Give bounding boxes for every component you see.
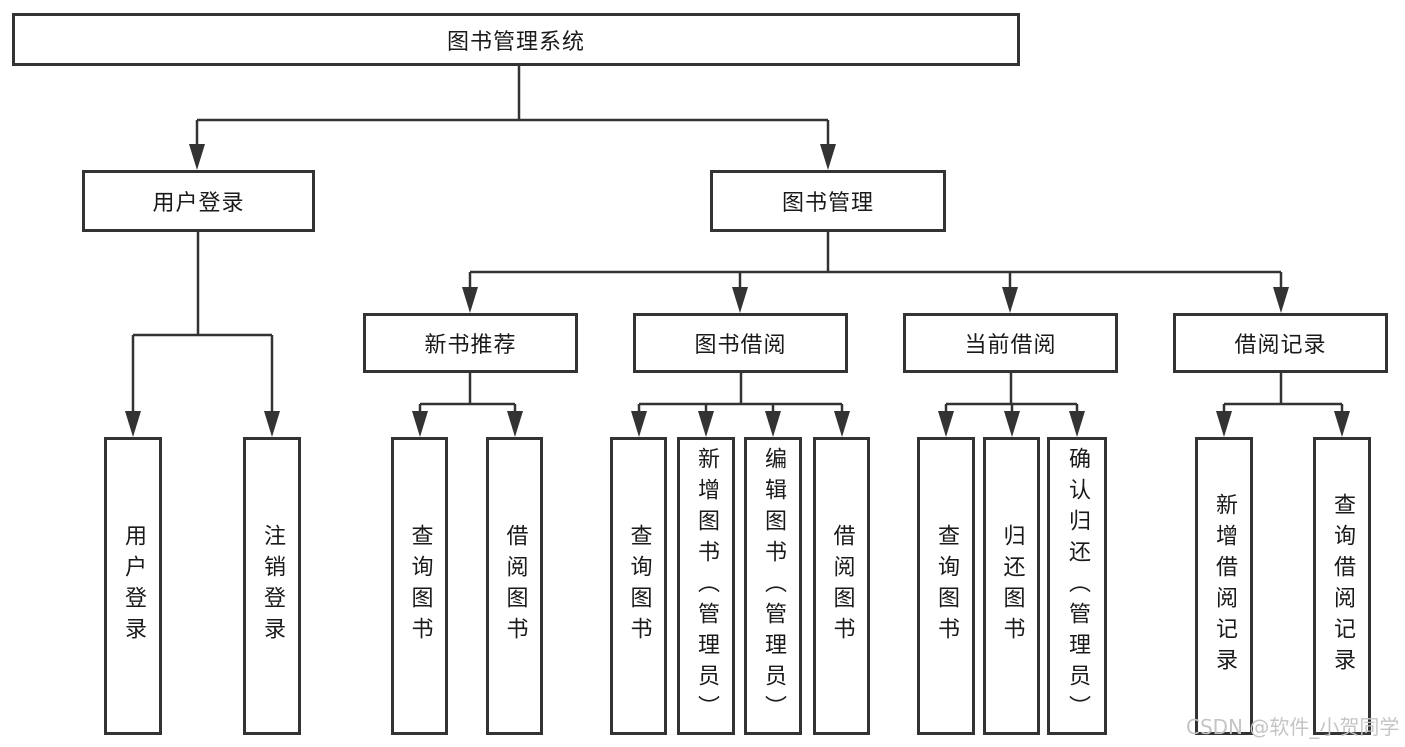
node-new-book-recommendation: 新书推荐: [363, 313, 578, 373]
leaf-user-login: 用户登录: [104, 437, 162, 735]
leaf-add-books-admin: 新增图书（管理员）: [677, 437, 735, 735]
leaf-confirm-return-admin: 确认归还（管理员）: [1047, 437, 1107, 735]
leaf-query-books-recommendation: 查询图书: [391, 437, 448, 735]
leaf-query-borrow-record: 查询借阅记录: [1313, 437, 1371, 735]
leaf-logout: 注销登录: [243, 437, 301, 735]
leaf-borrow-books-recommendation: 借阅图书: [486, 437, 543, 735]
leaf-borrow-books-borrowing: 借阅图书: [813, 437, 870, 735]
node-borrowing-records: 借阅记录: [1173, 313, 1388, 373]
node-library-management-system: 图书管理系统: [12, 13, 1020, 66]
node-current-borrowing: 当前借阅: [903, 313, 1118, 373]
leaf-edit-books-admin: 编辑图书（管理员）: [744, 437, 802, 735]
watermark: CSDN @软件_小贺同学: [1186, 715, 1400, 739]
leaf-query-books-borrowing: 查询图书: [610, 437, 667, 735]
leaf-query-books-current: 查询图书: [917, 437, 975, 735]
node-user-login: 用户登录: [82, 170, 315, 232]
node-book-borrowing: 图书借阅: [633, 313, 848, 373]
arrowheads: [125, 144, 1350, 437]
leaf-return-books: 归还图书: [983, 437, 1040, 735]
leaf-add-borrow-record: 新增借阅记录: [1195, 437, 1253, 735]
node-book-management: 图书管理: [710, 170, 946, 232]
